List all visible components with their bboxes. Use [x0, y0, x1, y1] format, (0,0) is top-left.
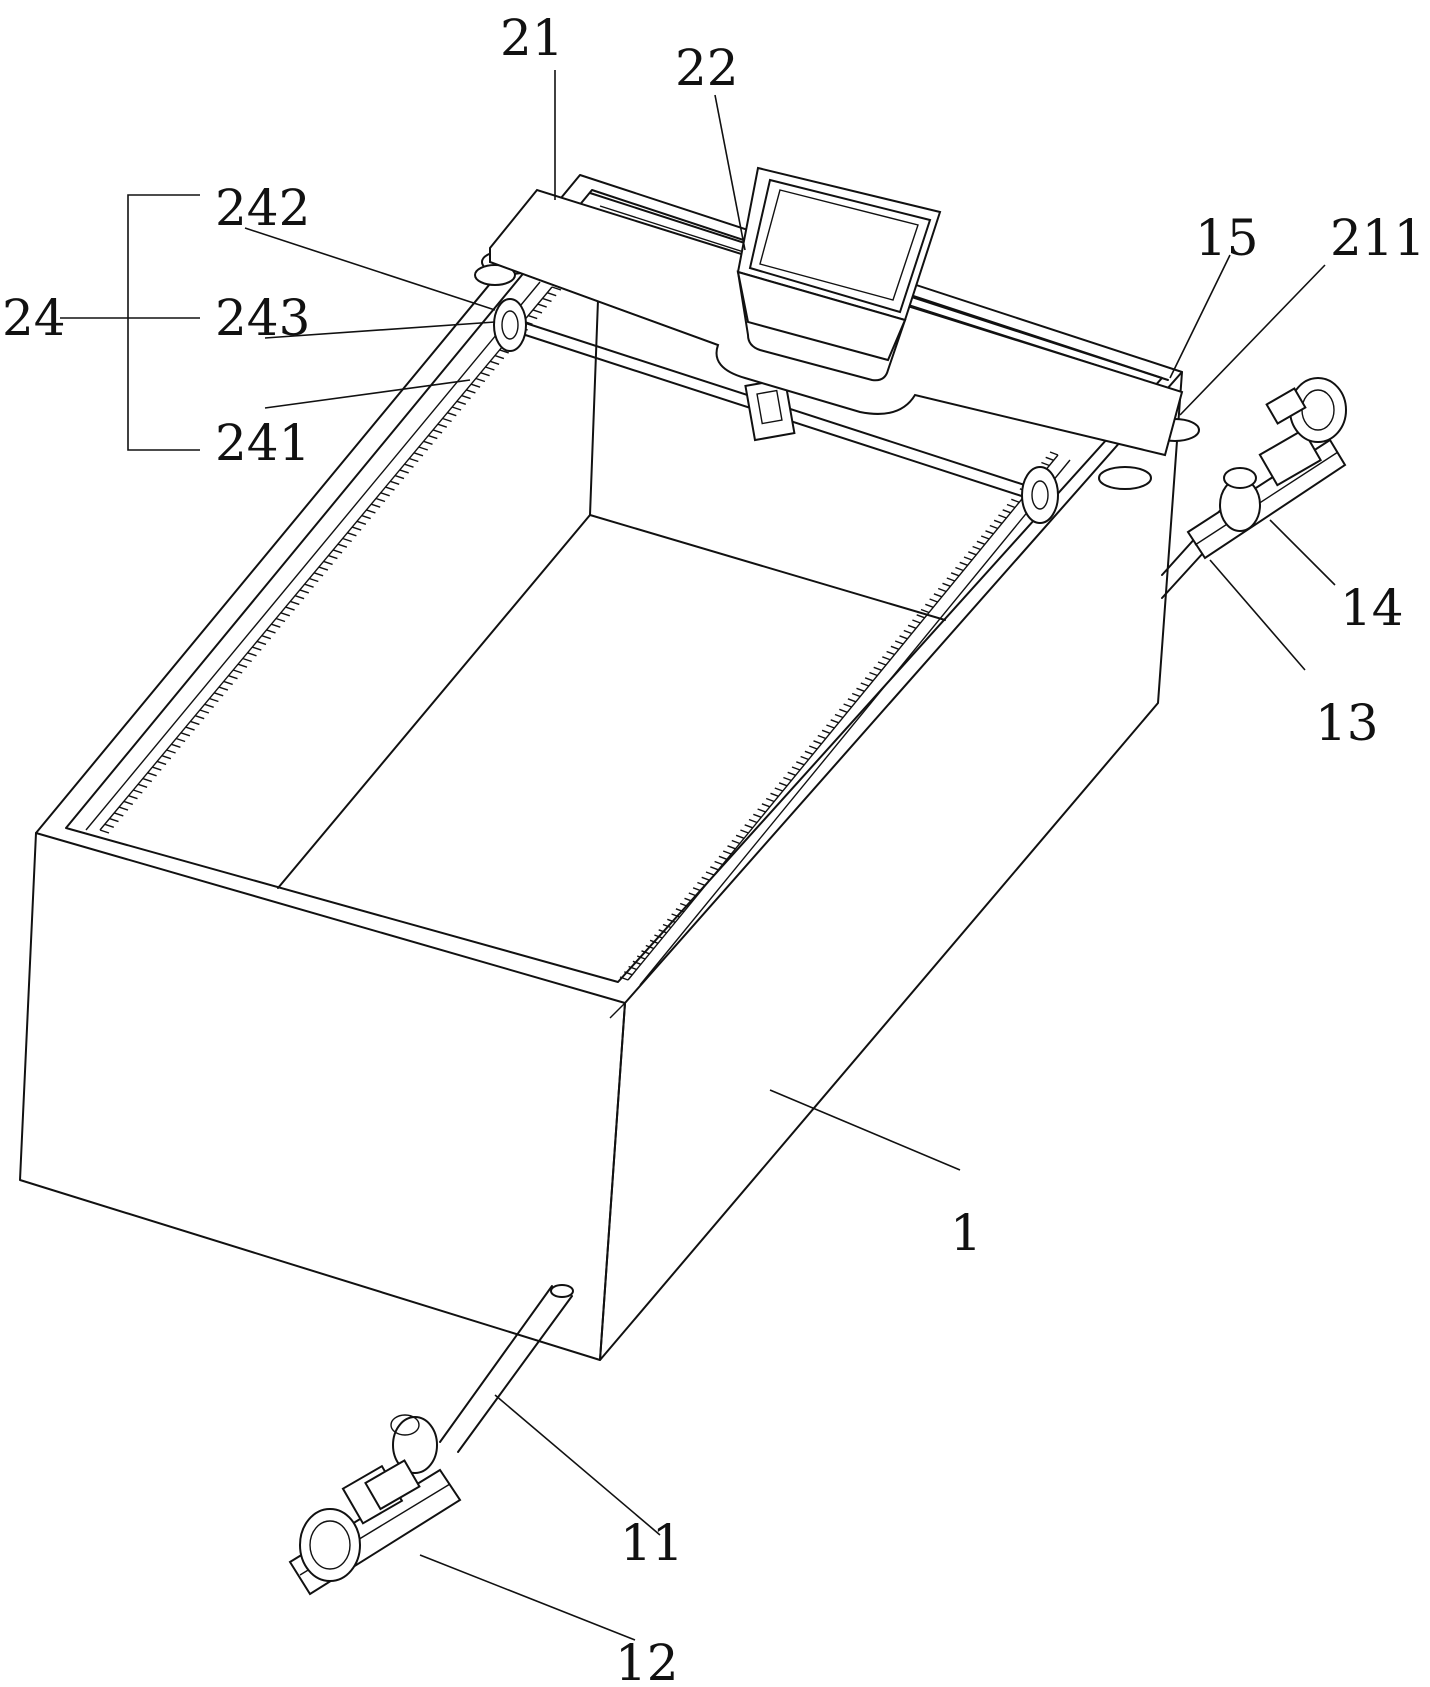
label-tank: 1 — [950, 1204, 982, 1262]
inlet-pipe — [439, 1284, 574, 1453]
label-pipe-outlet: 13 — [1315, 694, 1379, 752]
gear-motor — [744, 377, 796, 442]
shaft-assembly — [493, 298, 1059, 524]
label-pump-outlet: 14 — [1340, 579, 1404, 637]
tank — [19, 174, 1183, 1361]
gear-left — [493, 298, 527, 352]
label-shaft: 243 — [215, 289, 310, 347]
gear-right — [1021, 466, 1059, 524]
label-pump-inlet: 12 — [615, 1634, 679, 1687]
inlet-pump — [288, 1414, 462, 1596]
label-roller: 211 — [1330, 209, 1425, 267]
rack-left — [85, 281, 562, 834]
label-hopper: 22 — [675, 39, 739, 97]
label-drive-group: 24 — [2, 289, 66, 347]
hopper — [736, 166, 942, 382]
label-pipe-inlet: 11 — [620, 1514, 684, 1572]
callout-labels: 21 22 242 243 241 24 15 211 14 13 1 11 1… — [2, 9, 1425, 1687]
label-carriage: 21 — [500, 9, 564, 67]
label-rack: 241 — [215, 414, 310, 472]
outlet-pump — [1186, 377, 1347, 560]
rack-right — [619, 451, 1071, 986]
leader-lines — [60, 70, 1336, 1641]
label-rail: 15 — [1195, 209, 1259, 267]
label-gear: 242 — [215, 179, 310, 237]
